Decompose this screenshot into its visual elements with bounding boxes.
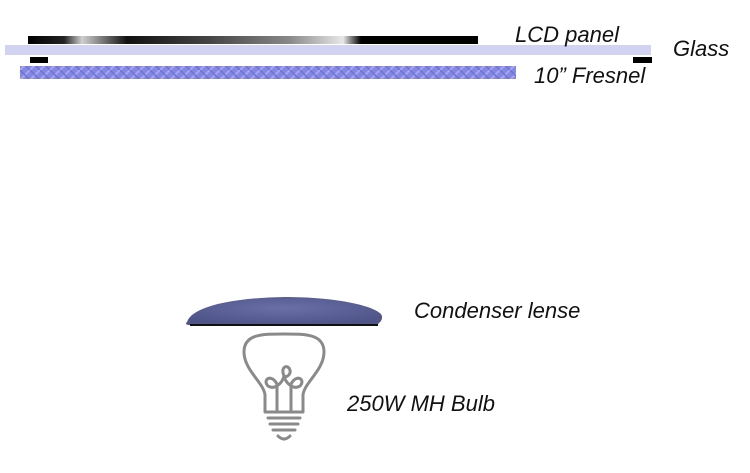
- panel-mount-right: [633, 57, 652, 63]
- condenser-label: Condenser lense: [414, 298, 581, 323]
- bulb-label: 250W MH Bulb: [347, 391, 495, 416]
- light-bulb-icon: [242, 332, 326, 441]
- fresnel-label: 10” Fresnel: [534, 63, 646, 88]
- lcd-panel: [28, 36, 478, 44]
- glass-plate: [5, 45, 651, 55]
- lcd-panel-label: LCD panel: [515, 22, 619, 47]
- fresnel-lens: [20, 66, 516, 79]
- condenser-lens: [186, 297, 383, 325]
- glass-label: Glass: [673, 36, 730, 61]
- panel-mount-left: [30, 57, 48, 63]
